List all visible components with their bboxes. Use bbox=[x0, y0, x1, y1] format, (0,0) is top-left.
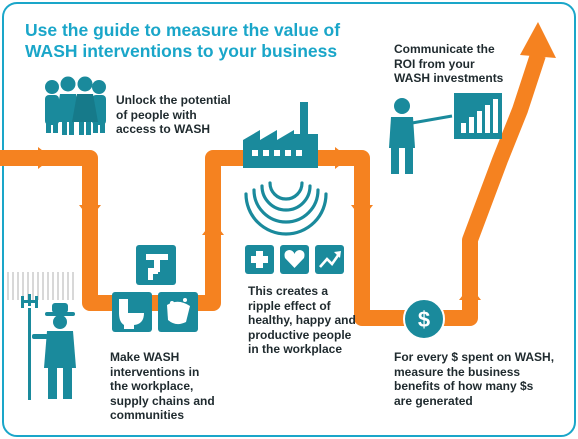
step-make-wash-line: Make WASH bbox=[110, 350, 180, 364]
step-ripple-line: healthy, happy and bbox=[248, 313, 356, 327]
health-cross-icon bbox=[245, 245, 274, 274]
step-measure-line: are generated bbox=[394, 393, 473, 408]
journey-path bbox=[0, 22, 556, 326]
step-communicate-text: Communicate the ROI from your WASH inves… bbox=[394, 42, 503, 86]
step-measure-line: benefits of how many $s bbox=[394, 379, 534, 393]
arrow-head-final bbox=[520, 22, 556, 58]
handwashing-icon bbox=[158, 292, 198, 332]
farmer-with-pitchfork-icon bbox=[21, 294, 76, 400]
presenter-icon bbox=[389, 98, 453, 174]
step-ripple-line: This creates a bbox=[248, 284, 329, 298]
step-ripple-line: in the workplace bbox=[248, 342, 343, 356]
arrow-down-1 bbox=[79, 205, 101, 219]
step-make-wash-text: Make WASH interventions in the workplace… bbox=[110, 350, 215, 423]
ripple-waves-icon bbox=[244, 181, 328, 236]
step-communicate-line: ROI from your bbox=[394, 56, 475, 71]
arrow-down-2 bbox=[351, 205, 373, 219]
arrow-right-1 bbox=[38, 147, 52, 169]
svg-text:$: $ bbox=[418, 307, 430, 332]
arrow-up-1 bbox=[202, 221, 224, 235]
step-ripple-text: This creates a ripple effect of healthy,… bbox=[248, 284, 356, 357]
growth-arrow-icon bbox=[315, 245, 344, 274]
factory-icon bbox=[243, 102, 318, 168]
step-unlock-line: Unlock the potential bbox=[116, 93, 231, 107]
step-make-wash-line: interventions in bbox=[110, 364, 200, 379]
people-group-icon bbox=[45, 76, 106, 135]
page-title: Use the guide to measure the value of WA… bbox=[25, 20, 340, 62]
step-make-wash-line: supply chains and bbox=[110, 393, 215, 408]
step-make-wash-line: the workplace, bbox=[110, 379, 194, 393]
step-communicate-line: Communicate the bbox=[394, 42, 495, 56]
dollar-coin-icon: $ bbox=[403, 298, 445, 340]
step-measure-line: measure the business bbox=[394, 364, 521, 379]
step-measure-text: For every $ spent on WASH, measure the b… bbox=[394, 350, 554, 408]
field-lines bbox=[7, 272, 74, 300]
step-make-wash-line: communities bbox=[110, 408, 185, 422]
step-ripple-line: productive people bbox=[248, 327, 352, 342]
step-unlock-line: access to WASH bbox=[116, 122, 211, 136]
bar-chart-icon bbox=[454, 93, 502, 139]
heart-icon bbox=[280, 245, 309, 274]
step-communicate-line: WASH investments bbox=[394, 71, 504, 85]
step-unlock-text: Unlock the potential of people with acce… bbox=[116, 93, 231, 137]
step-ripple-line: ripple effect of bbox=[248, 298, 331, 313]
step-unlock-line: of people with bbox=[116, 107, 197, 122]
step-measure-line: For every $ spent on WASH, bbox=[394, 350, 555, 364]
arrow-right-2 bbox=[335, 147, 349, 169]
water-tap-icon bbox=[136, 245, 176, 285]
title-line-2: WASH interventions to your business bbox=[25, 41, 338, 61]
arrow-up-2 bbox=[459, 286, 481, 300]
toilet-icon bbox=[112, 292, 152, 332]
title-line-1: Use the guide to measure the value of bbox=[25, 20, 341, 40]
